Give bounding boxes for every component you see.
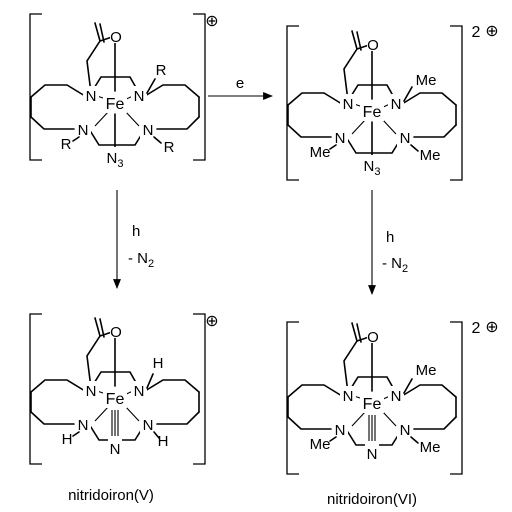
r-substituent-label: R [61, 136, 72, 153]
nitrogen-label: N [78, 122, 89, 139]
nitrogen-label: N [335, 130, 346, 147]
nitrogen-label: N [400, 130, 411, 147]
nitrogen-label: N [335, 422, 346, 439]
nitrogen-label: N [86, 383, 97, 400]
methyl-label: Me [420, 439, 441, 456]
iron-label: Fe [363, 396, 382, 413]
bracket-right [450, 25, 463, 181]
nitrogen-label: N [400, 422, 411, 439]
caption: nitridoiron(VI) [327, 491, 417, 508]
nitrogen-loss-label: - N2 [128, 250, 154, 270]
complex-azido-me: O Fe N N N N Me Me Me N3 2 ⊕ [286, 23, 499, 181]
bracket-left [29, 313, 42, 465]
charge-symbol: ⊕ [205, 313, 218, 330]
oxidation-label: e [236, 75, 244, 92]
nitrogen-label: N [134, 383, 145, 400]
photolysis-arrow-right: h - N2 [368, 190, 408, 295]
bracket-left [286, 25, 299, 181]
nitrogen-label: N [391, 96, 402, 113]
nitrogen-label: N [134, 88, 145, 105]
hydrogen-label: H [62, 431, 73, 448]
oxygen-label: O [367, 37, 379, 54]
complex-azido-r: O Fe N N N N R R R N3 ⊕ [29, 13, 219, 170]
methyl-label: Me [420, 147, 441, 164]
nitrogen-label: N [391, 388, 402, 405]
caption: nitridoiron(V) [68, 487, 154, 504]
azide-label: N3 [107, 150, 124, 170]
methyl-label: Me [416, 362, 437, 379]
nitrogen-label: N [343, 96, 354, 113]
methyl-label: Me [310, 436, 331, 453]
hydrogen-label: H [158, 433, 169, 450]
charge-number: 2 [472, 24, 481, 41]
iron-label: Fe [106, 96, 125, 113]
nitrido-label: N [367, 446, 378, 463]
iron-label: Fe [106, 391, 125, 408]
nitrogen-label: N [343, 388, 354, 405]
nitrogen-label: N [143, 122, 154, 139]
charge-symbol: ⊕ [205, 13, 218, 30]
complex-nitrido-fe6: O Fe N N N N Me Me Me N 2 ⊕ nitridoiron(… [286, 319, 499, 508]
nitrogen-label: N [86, 88, 97, 105]
photolysis-label: h [132, 223, 140, 240]
nitrogen-label: N [78, 417, 89, 434]
oxygen-label: O [367, 329, 379, 346]
bracket-left [286, 321, 299, 475]
nitrogen-label: N [143, 417, 154, 434]
bracket-left [29, 13, 42, 161]
iron-label: Fe [363, 104, 382, 121]
oxygen-label: O [110, 29, 122, 46]
hydrogen-label: H [153, 355, 164, 372]
oxygen-label: O [110, 324, 122, 341]
methyl-label: Me [416, 72, 437, 89]
charge-symbol: ⊕ [485, 319, 498, 336]
charge-number: 2 [472, 320, 481, 337]
nitrogen-loss-label: - N2 [382, 255, 408, 275]
photolysis-label: h [386, 229, 394, 246]
bracket-right [450, 321, 463, 475]
bracket-right [193, 13, 206, 161]
nitrido-label: N [110, 441, 121, 458]
methyl-label: Me [310, 144, 331, 161]
charge-symbol: ⊕ [485, 23, 498, 40]
bracket-right [193, 313, 206, 465]
complex-nitrido-fe5: O Fe N N N N H H H N ⊕ nitridoiron(V) [29, 313, 219, 504]
photolysis-arrow-left: h - N2 [113, 190, 154, 289]
r-substituent-label: R [164, 139, 175, 156]
r-substituent-label: R [156, 62, 167, 79]
azide-label: N3 [364, 158, 381, 178]
oxidation-arrow: e [208, 75, 273, 100]
